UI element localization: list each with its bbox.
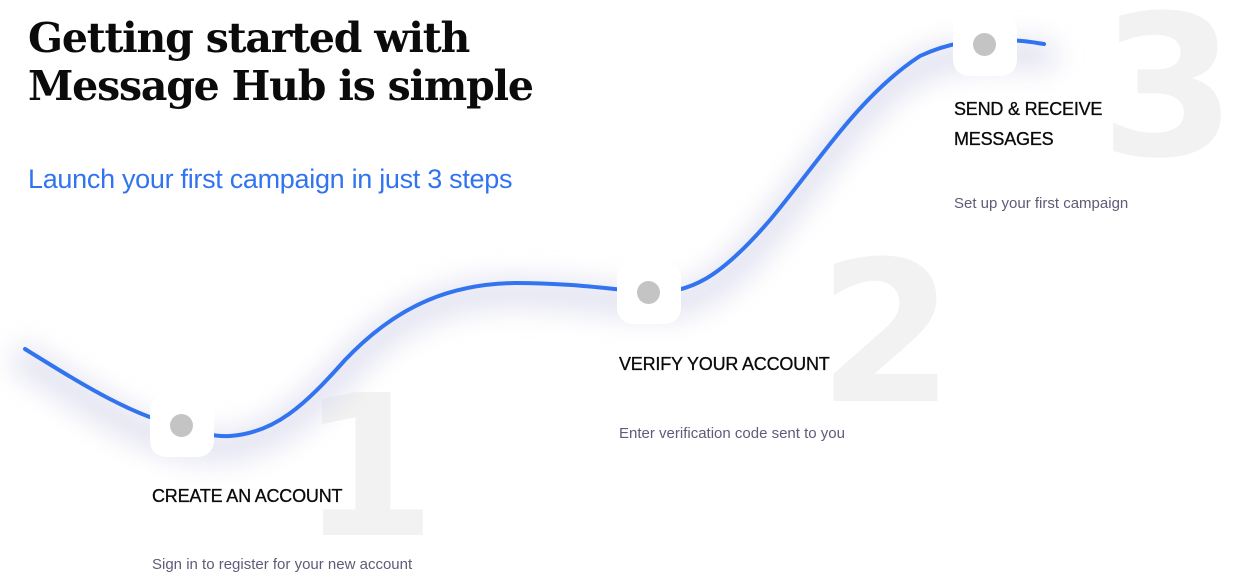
step-2-description: Enter verification code sent to you	[619, 425, 845, 442]
step-2-node	[617, 262, 681, 324]
step-2-number: 2	[818, 220, 954, 448]
step-3-title: SEND & RECEIVE MESSAGES	[954, 94, 1154, 154]
step-1-node	[150, 395, 214, 457]
step-1-number: 1	[300, 354, 436, 582]
step-3-description: Set up your first campaign	[954, 195, 1129, 212]
step-1-title: CREATE AN ACCOUNT	[152, 486, 343, 506]
step-3-number: 3	[1100, 0, 1233, 202]
page-title-line-1: Getting started with	[28, 14, 470, 62]
step-3-node	[953, 14, 1017, 76]
step-1-description: Sign in to register for your new account	[152, 556, 413, 573]
step-2-dot-icon	[637, 281, 660, 304]
step-1-dot-icon	[170, 414, 193, 437]
step-3-title-line-1: SEND & RECEIVE	[954, 99, 1103, 119]
page-subtitle: Launch your first campaign in just 3 ste…	[28, 164, 513, 194]
step-3-dot-icon	[973, 33, 996, 56]
step-3-title-line-2: MESSAGES	[954, 129, 1054, 149]
step-2-title: VERIFY YOUR ACCOUNT	[619, 354, 830, 374]
page-title: Getting started with Message Hub is simp…	[28, 14, 588, 110]
page-title-line-2: Message Hub is simple	[28, 62, 534, 110]
